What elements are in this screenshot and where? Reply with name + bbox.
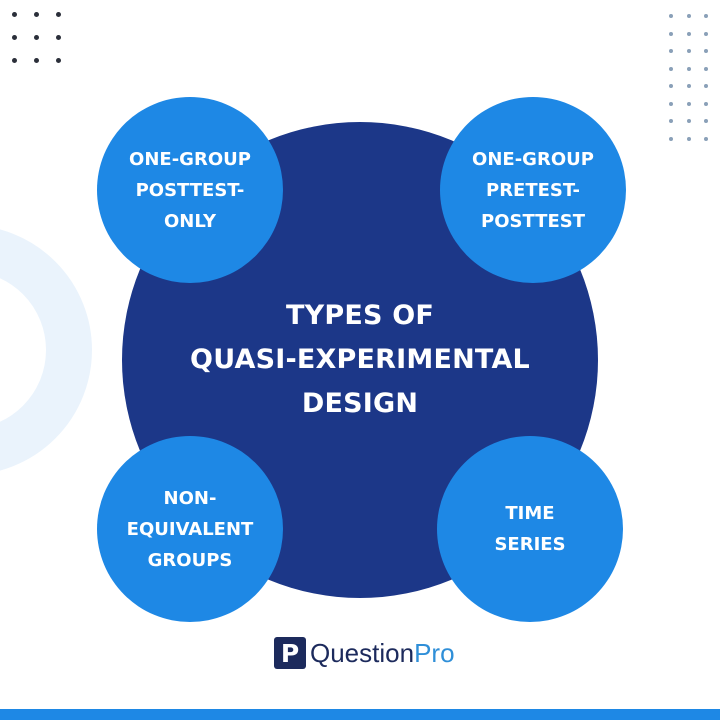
- center-title-line: QUASI-EXPERIMENTAL: [190, 344, 530, 375]
- logo-text-primary: Question: [310, 637, 415, 668]
- decorative-dot-grid-top-left: [12, 12, 78, 81]
- type-label-line: ONE-GROUP: [472, 148, 594, 170]
- type-label-line: GROUPS: [147, 549, 233, 571]
- type-circle-non-equivalent-groups: NON- EQUIVALENT GROUPS: [97, 436, 283, 622]
- decorative-ring: [0, 225, 92, 475]
- type-label-line: POSTTEST-: [135, 179, 245, 201]
- type-label-line: TIME: [505, 503, 555, 524]
- decorative-dot-grid-top-right: [669, 14, 720, 154]
- type-label-line: ONE-GROUP: [129, 148, 251, 170]
- type-circle-one-group-pretest-posttest: ONE-GROUP PRETEST- POSTTEST: [440, 97, 626, 283]
- type-label-line: NON-: [163, 487, 217, 509]
- center-title-line: TYPES OF: [285, 300, 435, 331]
- type-label-line: EQUIVALENT: [126, 518, 254, 540]
- type-circle-one-group-posttest-only: ONE-GROUP POSTTEST- ONLY: [97, 97, 283, 283]
- type-label-line: SERIES: [494, 534, 566, 555]
- type-circle-time-series: TIME SERIES: [437, 436, 623, 622]
- questionpro-logo-icon: P: [274, 637, 306, 669]
- type-label-line: ONLY: [163, 210, 217, 232]
- type-label-line: PRETEST-: [486, 179, 580, 201]
- center-title-line: DESIGN: [301, 388, 419, 419]
- type-label-line: POSTTEST: [481, 210, 585, 232]
- logo-text-accent: Pro: [414, 637, 455, 668]
- bottom-accent-bar: [0, 709, 720, 720]
